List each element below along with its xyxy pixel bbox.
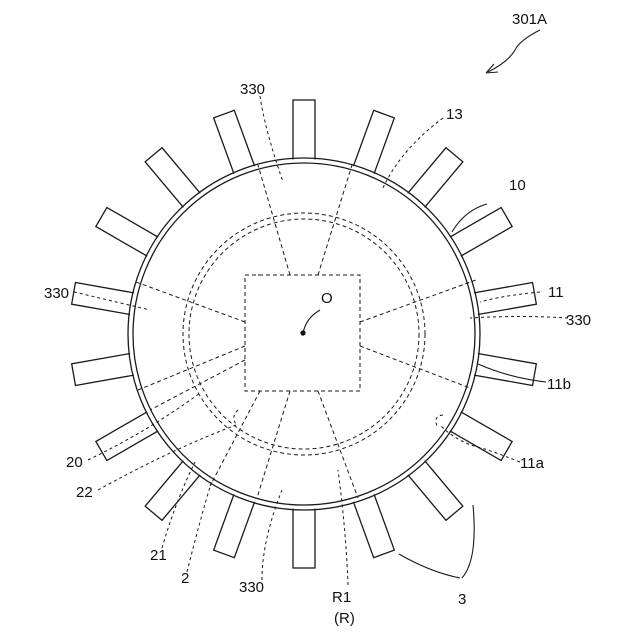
- label-2: 2: [181, 570, 189, 587]
- label-330-left: 330: [44, 285, 69, 302]
- label-10: 10: [509, 177, 526, 194]
- label-R1: R1: [332, 589, 351, 606]
- leader-3-left: [399, 554, 460, 578]
- leader-3-right: [462, 505, 474, 578]
- label-O: O: [321, 290, 333, 307]
- label-330-top: 330: [240, 81, 265, 98]
- label-13: 13: [446, 106, 463, 123]
- leader-330-right: [470, 317, 568, 319]
- label-11b: 11b: [547, 376, 571, 393]
- label-301A: 301A: [512, 11, 547, 28]
- label-21: 21: [150, 547, 167, 564]
- label-330-right: 330: [566, 312, 591, 329]
- ref-arrow: [488, 30, 540, 72]
- ref-arrow-head: [486, 64, 498, 73]
- label-11: 11: [548, 284, 564, 301]
- label-330-bottom: 330: [239, 579, 264, 596]
- label-20: 20: [66, 454, 83, 471]
- leader-2: [187, 480, 212, 572]
- label-22: 22: [76, 484, 93, 501]
- label-R: (R): [334, 610, 355, 627]
- label-11a: 11a: [520, 455, 545, 472]
- label-3: 3: [458, 591, 466, 608]
